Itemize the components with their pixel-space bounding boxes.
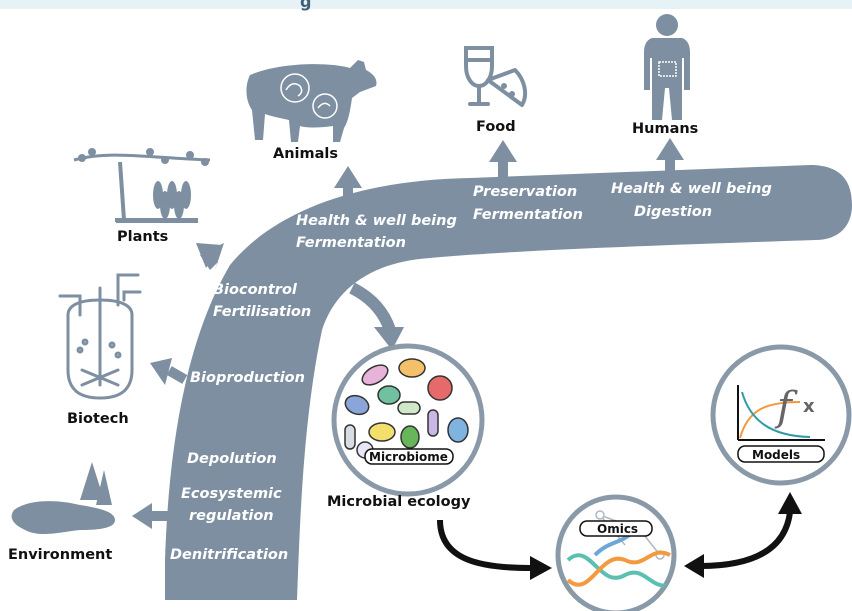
label-plants: Plants	[117, 229, 168, 245]
trunk-label-humans-1: Health & well being	[611, 181, 772, 197]
bioreactor-icon	[58, 273, 142, 400]
arrow-omics-to-models	[699, 511, 793, 569]
banner-title-fragment: g	[300, 0, 312, 11]
trunk-label-humans-2: Digestion	[634, 204, 712, 220]
arrow-omics-to-models-left-head	[684, 554, 704, 578]
trunk-label-plants-1: Biocontrol	[213, 282, 298, 298]
microbiome-label: Microbiome	[369, 450, 448, 464]
arrow-animals-shaft	[343, 185, 353, 200]
trunk-to-microbiome-arrowhead	[374, 327, 404, 350]
bacteria-icon	[344, 358, 469, 459]
arrow-biotech-head	[150, 358, 172, 385]
label-microbial-ecology: Microbial ecology	[327, 494, 471, 510]
omics-circle: Omics	[555, 494, 677, 611]
pizza-icon	[486, 68, 528, 107]
top-banner: g	[0, 0, 852, 11]
label-environment: Environment	[8, 547, 112, 563]
trunk-label-plants-2: Fertilisation	[213, 304, 311, 320]
arrow-ecology-to-omics	[437, 519, 531, 571]
arrow-animals-head	[334, 166, 362, 188]
wine-glass-icon	[464, 46, 494, 106]
trunk-label-biotech: Bioproduction	[190, 370, 305, 386]
microbiome-circle: Microbiome	[331, 343, 485, 497]
arrow-food-head	[489, 140, 517, 162]
lake-icon	[11, 501, 116, 535]
branch-arrows	[132, 138, 684, 529]
label-food: Food	[476, 119, 516, 135]
arrow-food-shaft	[498, 160, 508, 182]
trunk-label-env-2: Ecosystemic	[181, 486, 282, 502]
trunk-label-env-4: Denitrification	[170, 547, 288, 563]
label-biotech: Biotech	[67, 411, 129, 427]
arrow-humans-shaft	[665, 158, 675, 172]
models-label: Models	[752, 448, 800, 462]
trunk-label-food-2: Fermentation	[473, 207, 583, 223]
trunk-to-microbiome-arrow	[349, 282, 396, 333]
cow-icon	[246, 60, 377, 142]
trunk-label-animals-2: Fermentation	[296, 235, 406, 251]
trunk-shape	[165, 165, 852, 600]
trunk-label-animals-1: Health & well being	[296, 213, 457, 229]
arrow-plants-head	[196, 243, 222, 268]
trunk-label-env-1: Depolution	[187, 451, 277, 467]
vine-icon	[73, 148, 211, 223]
arrow-ecology-to-omics-head	[530, 556, 552, 580]
arrow-env-head	[132, 503, 152, 529]
svg-text:x: x	[803, 396, 815, 417]
models-circle: f x Models	[710, 344, 852, 486]
trunk-label-food-1: Preservation	[473, 184, 577, 200]
omics-label: Omics	[597, 522, 638, 536]
label-humans: Humans	[632, 121, 698, 137]
human-icon	[644, 14, 690, 120]
trunk-label-env-3: regulation	[189, 508, 274, 524]
label-animals: Animals	[273, 146, 338, 162]
arrow-biotech-shaft	[166, 366, 188, 384]
tree-icon	[80, 462, 112, 505]
arrow-omics-to-models-up-head	[778, 492, 802, 514]
arrow-env-shaft	[150, 511, 168, 521]
arrow-humans-head	[656, 138, 684, 160]
